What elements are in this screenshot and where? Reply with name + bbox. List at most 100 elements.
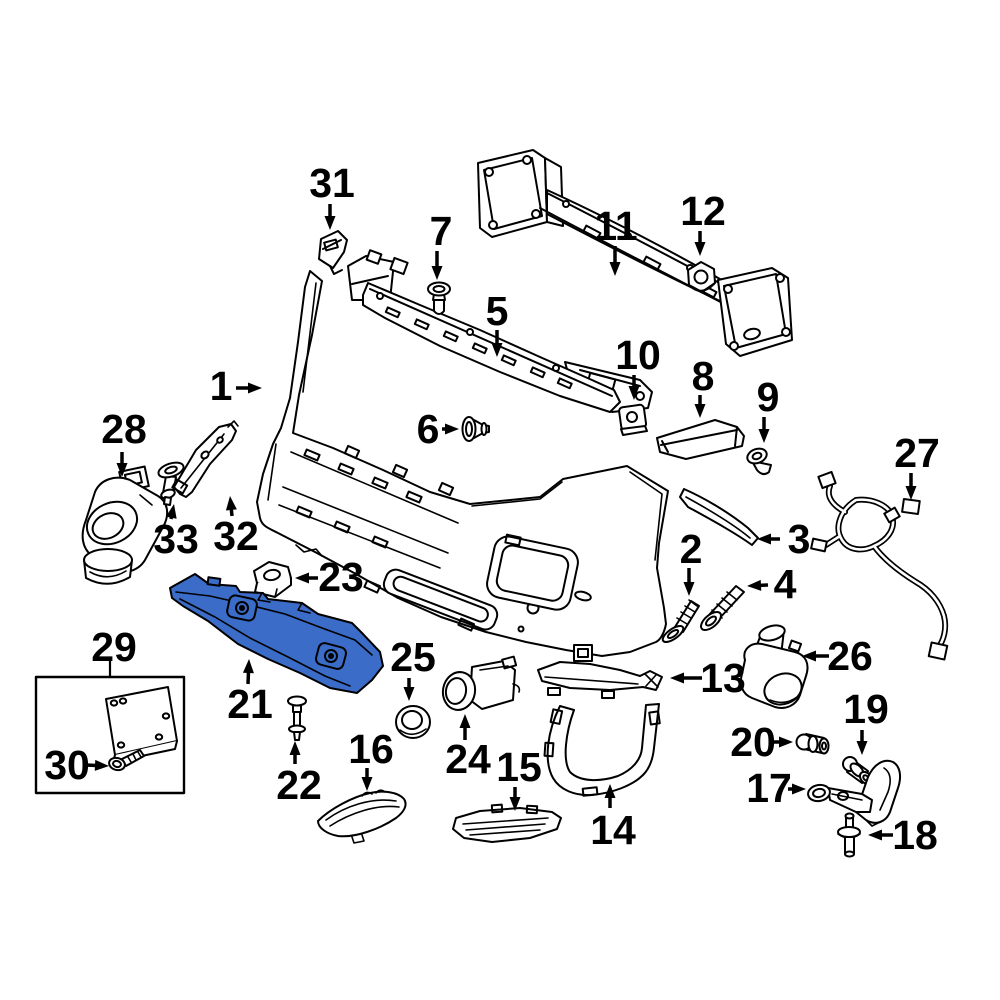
callout-9: 9	[757, 374, 780, 443]
part-29-license-bracket-box	[34, 675, 186, 795]
callout-number-28: 28	[101, 406, 147, 452]
callout-number-26: 26	[827, 633, 873, 679]
callout-number-2: 2	[680, 526, 703, 572]
part-12-nut	[687, 261, 716, 293]
callout-18: 18	[868, 812, 938, 858]
callout-24: 24	[445, 714, 491, 782]
callout-4: 4	[747, 561, 797, 607]
callout-number-21: 21	[227, 681, 273, 727]
callout-number-16: 16	[348, 726, 394, 772]
callout-23: 23	[295, 554, 364, 600]
callout-13: 13	[670, 655, 746, 701]
part-13-support-bracket	[537, 644, 663, 699]
callout-number-9: 9	[757, 374, 780, 420]
part-15-lower-grille	[452, 803, 562, 843]
callout-number-23: 23	[318, 554, 364, 600]
part-33-rivet	[157, 461, 185, 506]
callout-number-18: 18	[892, 812, 938, 858]
callout-2: 2	[680, 526, 703, 596]
callout-6: 6	[417, 406, 459, 452]
callout-5: 5	[486, 288, 509, 357]
callout-26: 26	[802, 633, 873, 679]
part-18-stud	[837, 812, 861, 858]
part-14-fog-surround	[543, 703, 661, 797]
callout-number-33: 33	[153, 516, 199, 562]
part-28-headlamp-washer	[81, 465, 169, 585]
part-5-impact-absorber	[347, 249, 653, 413]
callout-number-30: 30	[44, 742, 90, 788]
part-21-valance-panel-highlighted	[169, 573, 384, 694]
callout-16: 16	[348, 726, 394, 791]
callout-1: 1	[210, 363, 262, 409]
callout-8: 8	[692, 353, 715, 418]
callout-33: 33	[153, 504, 199, 562]
callout-number-24: 24	[445, 736, 491, 782]
part-27-wiring-harness	[810, 470, 949, 661]
callout-number-17: 17	[746, 765, 792, 811]
part-31-bracket	[318, 230, 348, 275]
part-4-bolt	[700, 585, 745, 631]
callout-32: 32	[213, 496, 259, 559]
callout-number-1: 1	[210, 363, 233, 409]
part-9-bolt	[746, 447, 772, 476]
callout-3: 3	[757, 516, 810, 562]
callout-number-3: 3	[788, 516, 811, 562]
part-32-support-strip	[171, 420, 239, 498]
callout-27: 27	[894, 430, 940, 500]
callout-15: 15	[496, 744, 542, 811]
callout-12: 12	[680, 188, 726, 256]
callout-number-5: 5	[486, 288, 509, 334]
callout-number-25: 25	[390, 634, 436, 680]
callout-14: 14	[590, 784, 636, 853]
callout-number-32: 32	[213, 513, 259, 559]
callout-20: 20	[730, 719, 793, 765]
callout-number-20: 20	[730, 719, 776, 765]
callout-number-11: 11	[594, 203, 637, 249]
callout-number-14: 14	[590, 807, 636, 853]
part-1-bumper-cover	[256, 270, 669, 657]
callout-28: 28	[101, 406, 147, 477]
callout-number-8: 8	[692, 353, 715, 399]
callout-21: 21	[227, 659, 273, 727]
part-3-trim-strip	[679, 488, 759, 546]
part-6-push-pin	[461, 416, 490, 442]
callout-number-10: 10	[615, 332, 661, 378]
callout-31: 31	[309, 160, 355, 230]
part-16-fog-bezel	[317, 789, 407, 844]
callout-number-12: 12	[680, 188, 726, 234]
callout-number-27: 27	[894, 430, 940, 476]
callout-number-13: 13	[700, 655, 746, 701]
callout-number-7: 7	[430, 208, 453, 254]
part-2-screw	[661, 599, 700, 644]
callout-30: 30	[44, 742, 109, 788]
callout-25: 25	[390, 634, 436, 701]
part-30-bolt	[108, 749, 145, 772]
part-22-rivet	[287, 695, 307, 741]
callout-number-22: 22	[276, 762, 322, 808]
part-25-grommet	[395, 705, 431, 739]
part-26-park-sensor	[739, 624, 809, 709]
callout-7: 7	[430, 208, 453, 280]
callout-number-29: 29	[91, 624, 137, 670]
part-8-bracket-molding	[656, 419, 745, 460]
part-23-clip	[253, 561, 292, 598]
part-10-square-nut	[618, 403, 648, 436]
callout-11: 11	[594, 203, 638, 276]
part-24-park-sensor	[441, 655, 521, 711]
callout-number-31: 31	[309, 160, 355, 206]
callout-number-4: 4	[774, 561, 797, 607]
callout-number-15: 15	[496, 744, 542, 790]
part-11-impact-bar-upper	[477, 149, 793, 357]
callout-19: 19	[843, 686, 889, 755]
part-17-bracket	[807, 759, 902, 827]
callout-22: 22	[276, 741, 322, 808]
callout-17: 17	[746, 765, 806, 811]
callout-10: 10	[615, 332, 661, 400]
callout-number-6: 6	[417, 406, 440, 452]
callout-number-19: 19	[843, 686, 889, 732]
callout-29: 29	[91, 624, 137, 676]
part-20-bolt	[795, 733, 830, 755]
